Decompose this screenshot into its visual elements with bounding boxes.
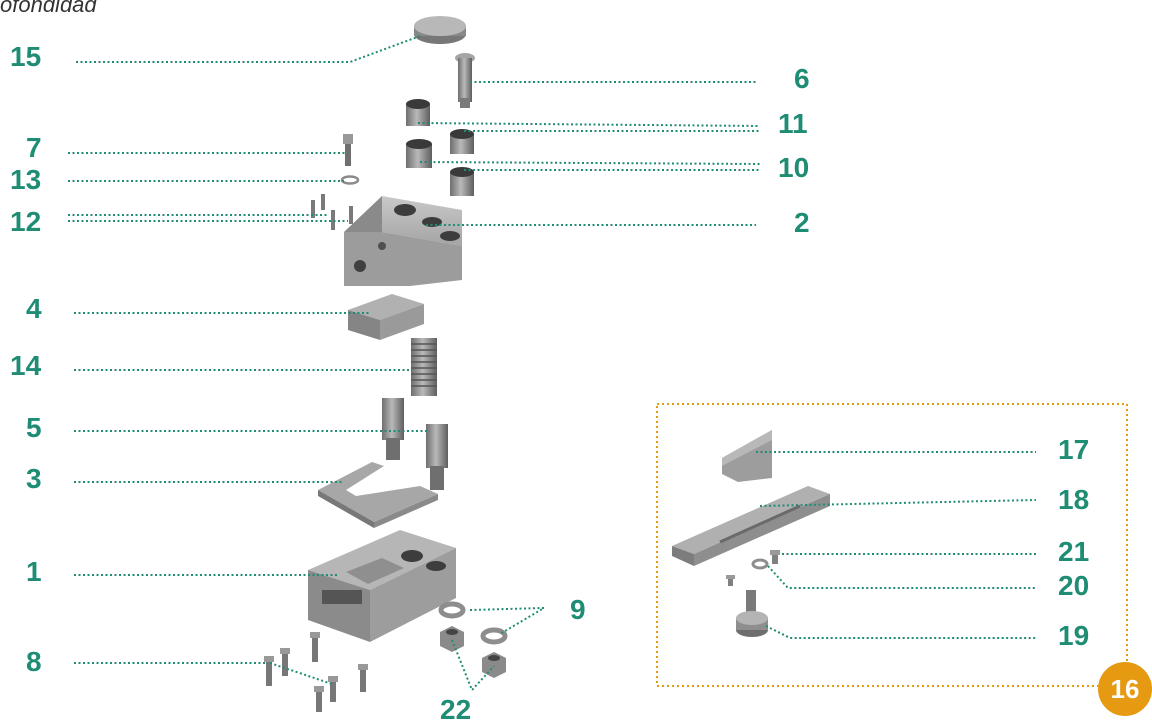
part-9-washers [438,601,508,645]
label-part-8: 8 [26,646,42,677]
label-part-19: 19 [1058,620,1090,651]
part-17-stop-block [722,430,772,482]
label-part-10: 10 [778,152,810,183]
label-part-13: 13 [10,164,42,195]
label-part-21: 21 [1058,536,1090,567]
label-part-14: 14 [10,350,42,381]
part-8-bolts [264,632,368,712]
accessory-number-badge: 16 [1098,662,1152,716]
label-part-2: 2 [794,207,810,238]
part-6-pin [455,53,475,108]
part-13-washer [340,175,360,185]
part-22-nuts [440,626,506,678]
part-7-screw [343,134,353,166]
part-11-bushing-left [406,99,430,126]
label-part-20: 20 [1058,570,1090,601]
part-11-bushing-right [450,129,474,154]
part-10-bushing-left [406,139,432,168]
part-20-washer [751,558,769,570]
part-1-base-block [308,530,456,642]
part-5-post-right [426,424,448,490]
label-part-18: 18 [1058,484,1090,515]
part-20-screw [726,575,735,586]
part-21-screw [770,550,780,564]
label-part-3: 3 [26,463,42,494]
label-part-22: 22 [440,694,472,725]
part-3-u-plate [318,462,438,528]
label-part-12: 12 [10,206,42,237]
label-part-6: 6 [794,63,810,94]
label-part-15: 15 [10,41,42,72]
label-part-4: 4 [26,293,42,324]
label-part-11: 11 [778,108,808,139]
label-part-17: 17 [1058,434,1090,465]
part-5-post-left [382,398,404,460]
part-12-pins [311,194,353,230]
part-2-upper-block [344,196,462,286]
part-14-spring [411,338,437,396]
label-part-9: 9 [570,594,586,625]
part-4-slide [348,294,424,340]
label-part-1: 1 [26,556,42,587]
page-heading: ofondidad [0,0,97,17]
part-10-bushing-right [450,167,474,196]
part-19-thumb-screw [736,590,768,637]
part-18-rail [672,486,830,566]
label-part-7: 7 [26,132,42,163]
label-part-5: 5 [26,412,42,443]
accessory-frame [656,403,1128,687]
part-15-cap [414,16,466,44]
leader-lines [68,35,1037,692]
